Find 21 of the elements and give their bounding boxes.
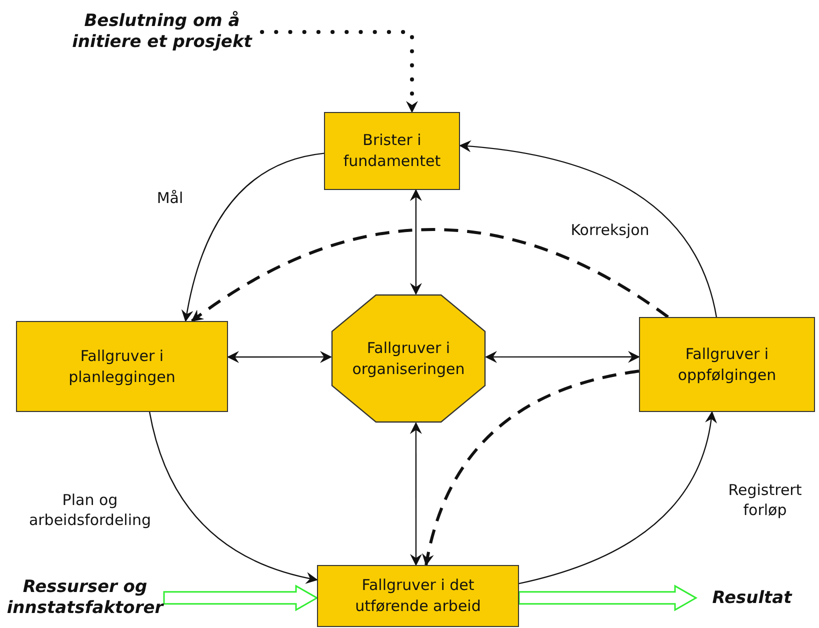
arrow (182, 152, 324, 322)
arrow (518, 411, 716, 584)
arrow (148, 412, 318, 584)
arrow (485, 350, 640, 363)
hollow-arrow (163, 584, 319, 612)
process-box: Fallgruver i oppfølgingen (639, 317, 815, 412)
process-box: Fallgruver i planleggingen (16, 321, 228, 412)
arrow (227, 350, 332, 364)
octagon-node: Fallgruver i organiseringen (331, 294, 486, 423)
hollow-arrow (518, 584, 698, 612)
note-text: Ressurser og innstatsfaktorer (6, 576, 164, 620)
arrow (260, 30, 418, 114)
note-text: Beslutning om å initiere et prosjekt (62, 8, 262, 56)
arrow (410, 189, 422, 295)
arrow (191, 228, 669, 322)
arrow (422, 370, 640, 566)
arrow (410, 422, 422, 566)
note-text: Resultat (696, 586, 808, 610)
process-box: Brister i fundamentet (324, 112, 460, 190)
arrow (459, 140, 718, 318)
process-box: Fallgruver i det utførende arbeid (317, 565, 519, 627)
